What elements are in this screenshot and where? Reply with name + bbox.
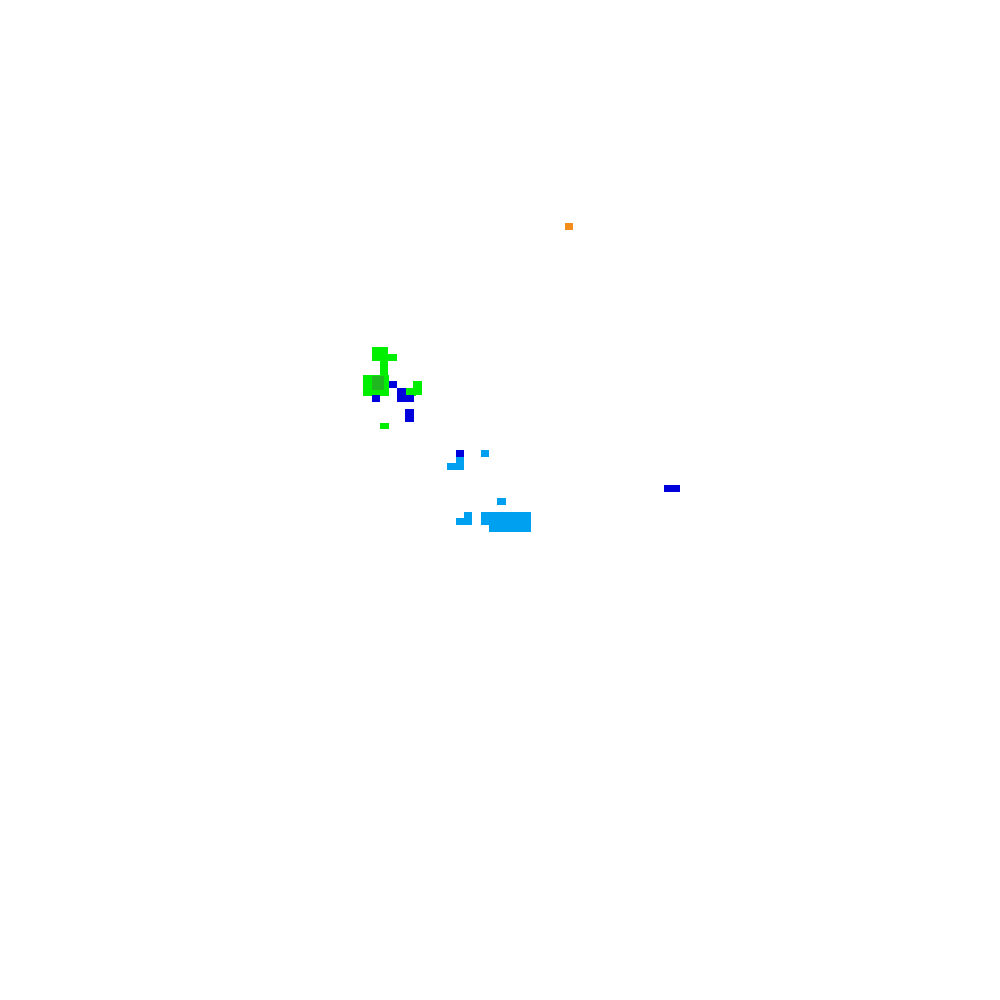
green-patch bbox=[372, 347, 388, 361]
blue-patch bbox=[664, 485, 680, 492]
light-blue-patch bbox=[489, 518, 531, 532]
blue-patch bbox=[456, 450, 464, 457]
green-patch bbox=[372, 376, 384, 390]
green-patch bbox=[380, 423, 389, 429]
light-blue-patch bbox=[464, 512, 472, 525]
light-blue-patch bbox=[447, 463, 457, 470]
blue-patch bbox=[405, 409, 414, 422]
light-blue-patch bbox=[481, 450, 489, 457]
light-blue-patch bbox=[497, 498, 506, 505]
blue-patch bbox=[397, 395, 414, 402]
green-patch bbox=[386, 354, 397, 361]
blue-patch bbox=[372, 395, 380, 402]
green-patch bbox=[406, 388, 416, 396]
green-patch bbox=[380, 360, 388, 376]
light-blue-patch bbox=[456, 518, 466, 525]
orange-patch bbox=[565, 223, 573, 230]
green-patch bbox=[413, 381, 422, 395]
blue-patch bbox=[389, 381, 397, 388]
light-blue-patch bbox=[456, 457, 464, 470]
